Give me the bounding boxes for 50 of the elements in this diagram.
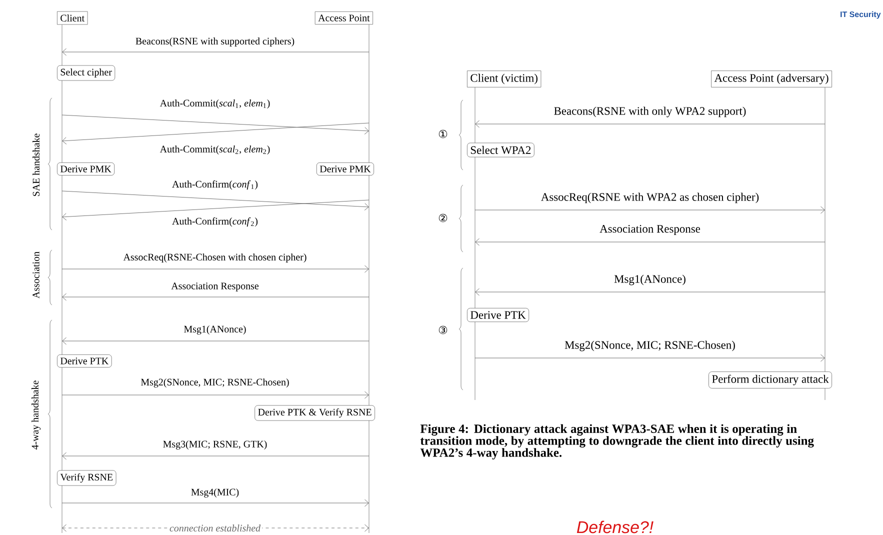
action-box: Derive PMK [57,162,115,176]
message-arrow [475,288,826,296]
brace-label: Association [32,252,40,298]
edge-label: Msg3(MIC; RSNE, GTK) [161,438,269,452]
figure-caption: Figure 4: Dictionary attack against WPA3-SAE when it is operating in transition mode, by attempting to downgrade the client into directly using WPA2’s 4-way handshake. [420,424,814,460]
slide-question: Defense?! [576,520,654,534]
message-arrow [62,48,370,56]
message-arrow [62,452,370,460]
edge-label: Msg2(SNonce, MIC; RSNE-Chosen) [563,339,737,353]
participant-box: Client (victim) [467,70,542,88]
edge-label: Auth-Commit(scal$_{2}$, elem$_{2}$) [158,144,272,156]
message-arrow [62,391,369,399]
message-arrow [62,114,369,134]
brace-label: SAE handshake [32,134,40,196]
action-box: Derive PTK & Verify RSNE [254,405,375,421]
message-arrow [62,293,370,301]
participant-box: Access Point (adversary) [711,70,832,88]
edge-label: Association Response [598,223,702,236]
step-number: ③ [438,326,448,334]
edge-label: Auth-Confirm(conf$_{2}$) [170,216,260,228]
message-arrow [474,206,825,214]
message-arrow [62,200,370,220]
action-box: Verify RSNE [57,470,116,486]
edge-label: Msg2(SNonce, MIC; RSNE-Chosen) [139,376,291,390]
edge-label: Beacons(RSNE with only WPA2 support) [552,105,748,119]
edge-label: connection established [168,523,262,533]
message-arrow [62,190,369,210]
edge-label: AssocReq(RSNE with WPA2 as chosen cipher) [539,191,761,205]
message-arrow [62,337,370,345]
message-arrow [62,265,369,273]
step-number: ① [438,130,448,138]
participant-box: Access Point [314,11,373,25]
brace-label: 4-way handshake [31,380,41,450]
message-arrow [475,238,826,246]
action-box: Derive PTK [57,354,112,368]
participant-box: Client [57,11,88,25]
action-box: Select cipher [57,65,116,81]
edge-label: Auth-Confirm(conf$_{1}$) [170,178,260,192]
edge-label: Auth-Commit(scal$_{1}$, elem$_{1}$) [158,98,272,110]
message-arrow [62,122,370,144]
edge-label: Msg1(ANonce) [182,324,248,336]
edge-label: Association Response [170,281,260,293]
edge-label: Beacons(RSNE with supported ciphers) [134,36,296,48]
edge-label: AssocReq(RSNE-Chosen with chosen cipher) [122,252,308,264]
message-arrow [474,354,825,362]
message-arrow [475,120,826,128]
message-arrow [62,499,369,507]
step-number: ② [438,214,448,222]
edge-label: Msg1(ANonce) [612,273,688,287]
edge-label: Msg4(MIC) [189,486,241,500]
